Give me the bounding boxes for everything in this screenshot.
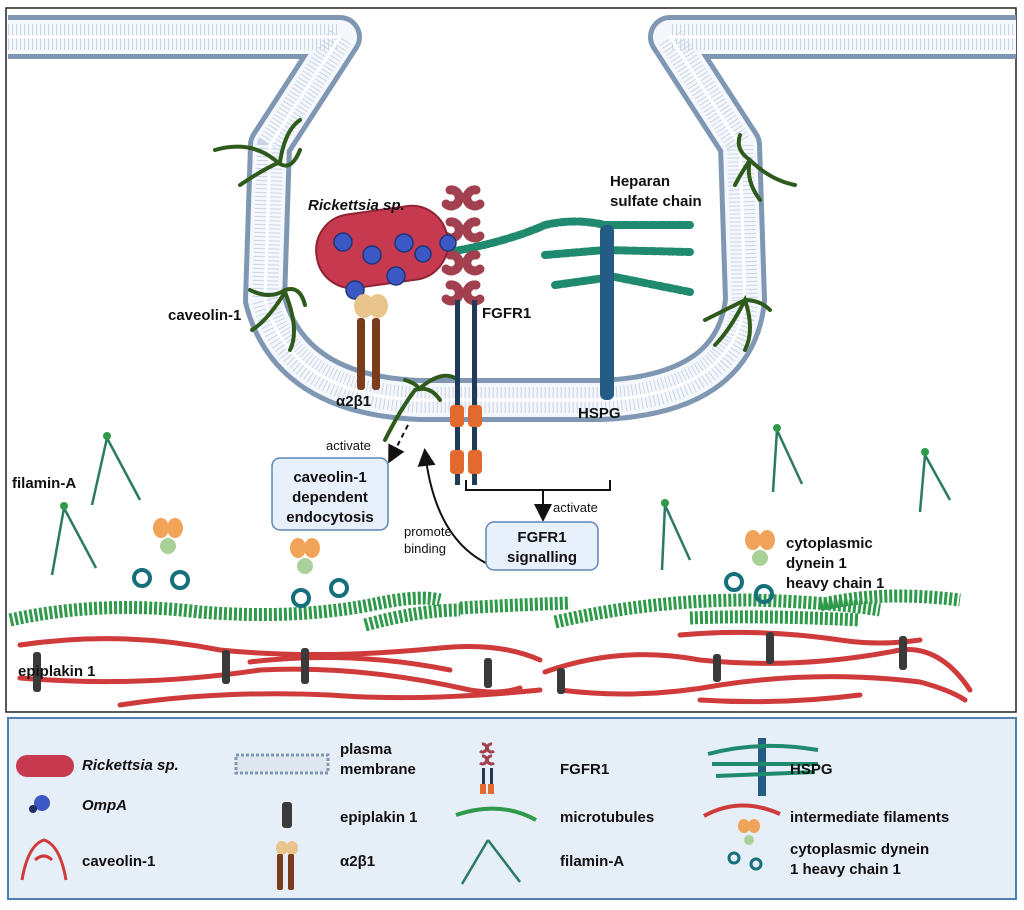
activate-endocytosis-arrow xyxy=(388,424,409,464)
box-endocytosis-1: caveolin-1 xyxy=(293,469,366,486)
legend-label-membrane-2: membrane xyxy=(340,761,416,778)
label-fgfr1: FGFR1 xyxy=(482,305,531,322)
caveolin-1-group xyxy=(213,118,797,442)
legend-label-fgfr1: FGFR1 xyxy=(560,761,609,778)
legend-label-caveolin: caveolin-1 xyxy=(82,853,155,870)
label-dynein-2: dynein 1 xyxy=(786,555,847,572)
rickettsia-bacterium xyxy=(315,204,457,300)
legend-label-dynein-1: cytoplasmic dynein xyxy=(790,841,929,858)
label-hspg: HSPG xyxy=(578,405,621,422)
box-endocytosis-3: endocytosis xyxy=(286,509,374,526)
plasma-membrane xyxy=(8,15,1016,422)
promote-binding-arrow xyxy=(417,448,491,566)
label-integrin: α2β1 xyxy=(336,393,371,410)
label-promote-1: promote xyxy=(404,524,452,539)
legend-label-intermediate: intermediate filaments xyxy=(790,809,949,826)
filamin-a-heads xyxy=(60,424,929,510)
legend-label-filamin: filamin-A xyxy=(560,853,624,870)
dynein-motors xyxy=(132,518,775,608)
label-dynein-1: cytoplasmic xyxy=(786,535,873,552)
legend-icons xyxy=(16,738,819,890)
label-heparan-1: Heparan xyxy=(610,173,670,190)
epiplakin-1 xyxy=(33,632,907,694)
box-signalling-2: signalling xyxy=(507,549,577,566)
label-dynein-3: heavy chain 1 xyxy=(786,575,884,592)
hspg-core-protein xyxy=(600,225,614,400)
label-filamin: filamin-A xyxy=(12,475,76,492)
heparan-sulfate-chain xyxy=(426,217,694,296)
label-activate-left: activate xyxy=(326,438,371,453)
fgfr1-activation-bracket xyxy=(465,480,611,522)
label-caveolin: caveolin-1 xyxy=(168,307,241,324)
endocytosis-box xyxy=(271,457,389,531)
microtubules xyxy=(8,589,961,632)
fgfr1-receptor xyxy=(441,185,485,485)
legend-label-hspg: HSPG xyxy=(790,761,833,778)
label-heparan-2: sulfate chain xyxy=(610,193,702,210)
intermediate-filaments xyxy=(17,629,973,708)
legend-label-membrane-1: plasma xyxy=(340,741,392,758)
label-rickettsia: Rickettsia sp. xyxy=(308,197,405,214)
legend-label-dynein-2: 1 heavy chain 1 xyxy=(790,861,901,878)
legend-label-ompa: OmpA xyxy=(82,797,127,814)
filamin-a xyxy=(50,429,952,576)
legend-label-microtubules: microtubules xyxy=(560,809,654,826)
label-epiplakin: epiplakin 1 xyxy=(18,663,96,680)
box-signalling-1: FGFR1 xyxy=(517,529,566,546)
label-activate-right: activate xyxy=(553,500,598,515)
signalling-box xyxy=(485,521,599,571)
legend-label-epiplakin: epiplakin 1 xyxy=(340,809,418,826)
label-promote-2: binding xyxy=(404,541,446,556)
box-endocytosis-2: dependent xyxy=(292,489,368,506)
figure-frame xyxy=(5,7,1017,713)
legend-label-rickettsia: Rickettsia sp. xyxy=(82,757,179,774)
a2b1-integrin xyxy=(354,294,388,390)
legend-panel xyxy=(7,717,1017,900)
legend-label-integrin: α2β1 xyxy=(340,853,375,870)
